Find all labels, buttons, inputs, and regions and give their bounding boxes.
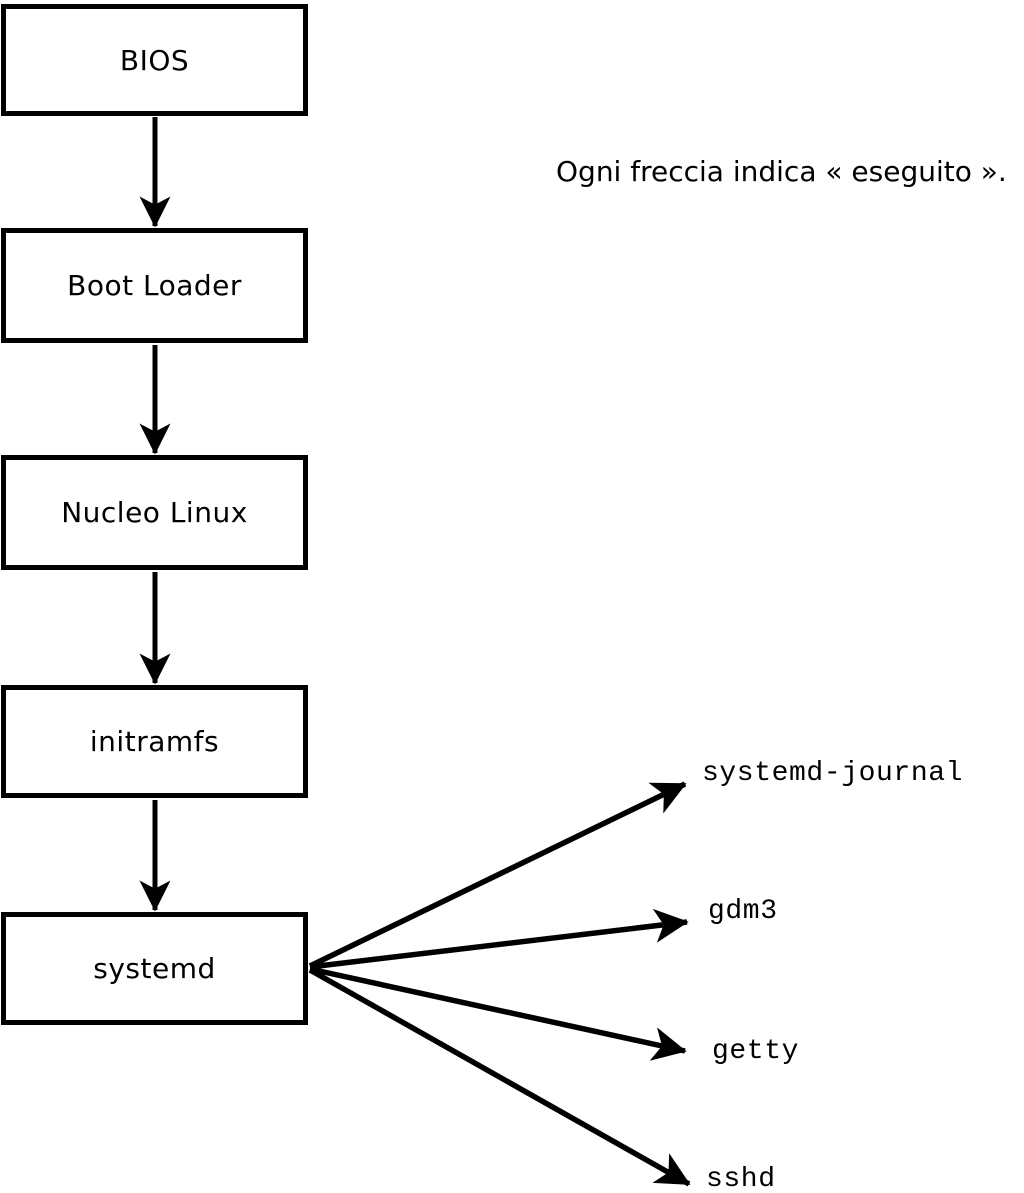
node-nucleo-linux: Nucleo Linux bbox=[1, 455, 308, 570]
node-systemd: systemd bbox=[1, 912, 308, 1025]
node-systemd-label: systemd bbox=[93, 952, 216, 985]
arrow-systemd-to-journal bbox=[308, 781, 687, 969]
arrow-systemd-to-gdm3 bbox=[309, 908, 689, 970]
label-sshd: sshd bbox=[706, 1164, 776, 1193]
label-systemd-journal: systemd-journal bbox=[702, 758, 964, 789]
node-boot-loader-label: Boot Loader bbox=[67, 269, 242, 302]
node-initramfs-label: initramfs bbox=[89, 725, 220, 758]
node-boot-loader: Boot Loader bbox=[1, 228, 308, 343]
label-gdm3: gdm3 bbox=[708, 896, 778, 927]
node-initramfs: initramfs bbox=[1, 685, 308, 798]
node-bios-label: BIOS bbox=[119, 43, 190, 77]
arrow-systemd-to-getty bbox=[309, 966, 687, 1061]
arrow-systemd-to-sshd bbox=[308, 967, 691, 1187]
label-getty: getty bbox=[712, 1036, 800, 1067]
node-bios: BIOS bbox=[1, 4, 308, 116]
caption: Ogni freccia indica « eseguito ». bbox=[556, 155, 1007, 188]
node-nucleo-linux-label: Nucleo Linux bbox=[61, 496, 248, 529]
